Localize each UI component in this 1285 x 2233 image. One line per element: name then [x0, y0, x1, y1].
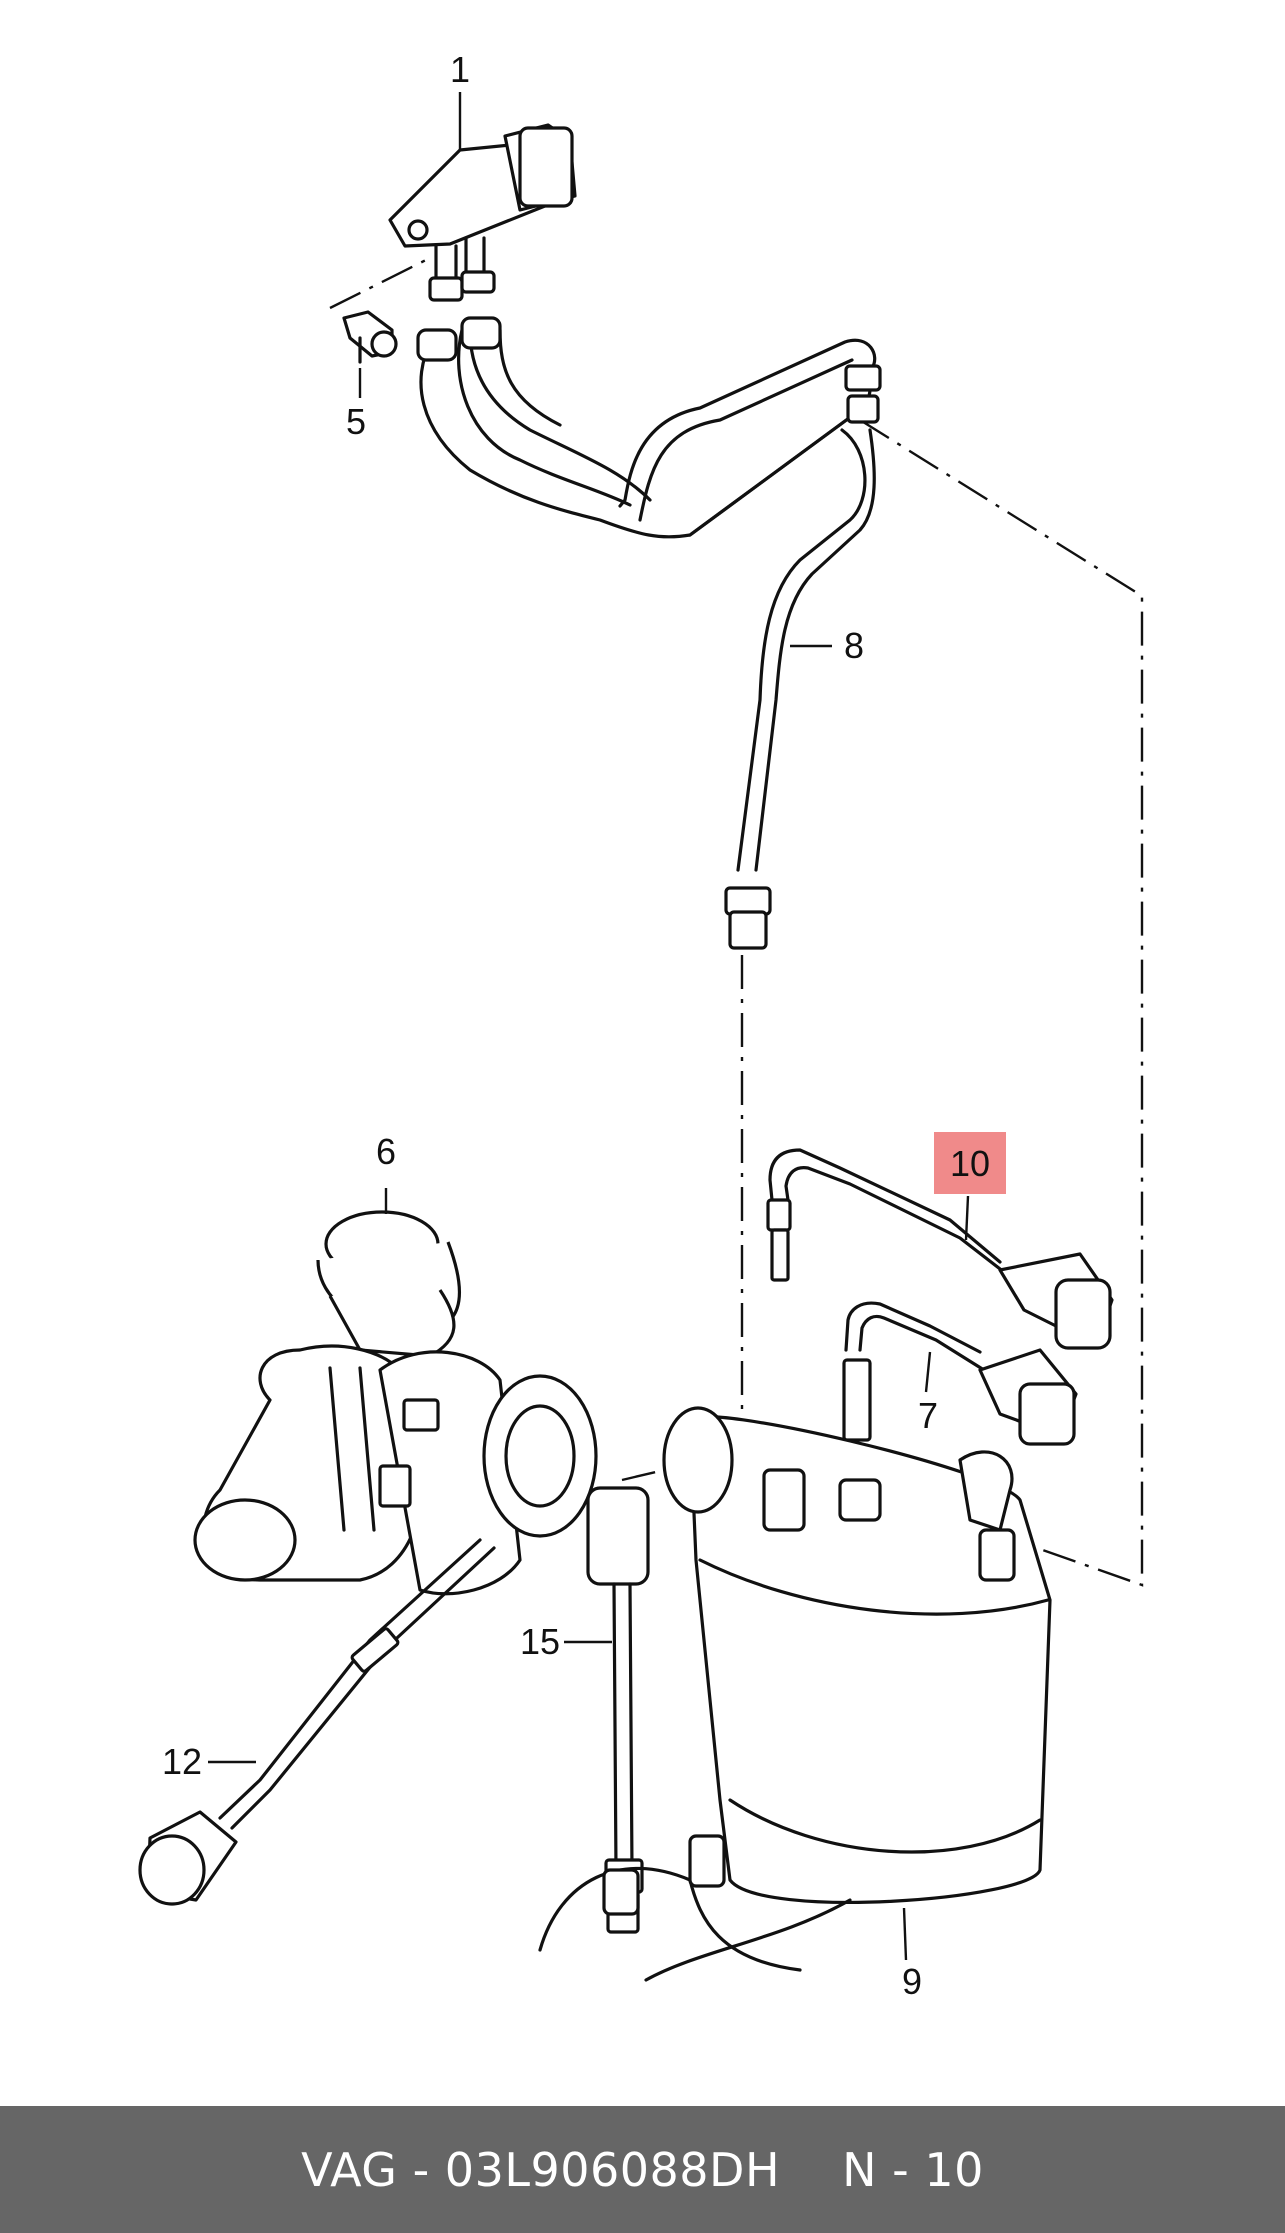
- parts-diagram: 1 5 8 6 10 7 15 12 9: [138, 49, 1144, 2002]
- callout-leaders: [208, 92, 970, 1961]
- hose-assembly: [416, 316, 882, 539]
- temperature-sensor-part-10: [766, 1148, 1114, 1350]
- callout-5: 5: [346, 401, 366, 442]
- callout-7: 7: [918, 1395, 938, 1436]
- callout-1: 1: [450, 49, 470, 90]
- pressure-sensor-part-1: [388, 123, 577, 302]
- callout-10-highlight: [934, 1132, 1006, 1194]
- particulate-filter-part-9: [538, 1406, 1052, 1982]
- callout-12: 12: [162, 1741, 202, 1782]
- callout-8: 8: [844, 625, 864, 666]
- callout-6: 6: [376, 1131, 396, 1172]
- diagram-position: N - 10: [842, 2142, 984, 2197]
- callout-9: 9: [902, 1961, 922, 2002]
- sensor-part-12: [138, 1538, 496, 1906]
- screw-part-5: [342, 310, 398, 364]
- callout-10: 10: [950, 1143, 990, 1184]
- temperature-sensor-part-7: [842, 1301, 1078, 1446]
- callout-15: 15: [520, 1621, 560, 1662]
- pipe-part-8: [724, 428, 876, 950]
- turbocharger-part-6: [193, 1210, 598, 1596]
- part-number: VAG - 03L906088DH: [301, 2142, 781, 2197]
- part-info-footer: VAG - 03L906088DH N - 10: [0, 2106, 1285, 2233]
- sensor-part-15: [586, 1486, 650, 1934]
- callout-labels: 1 5 8 6 10 7 15 12 9: [162, 49, 990, 2002]
- exhaust-parts-illustration: 1 5 8 6 10 7 15 12 9: [138, 49, 1144, 2002]
